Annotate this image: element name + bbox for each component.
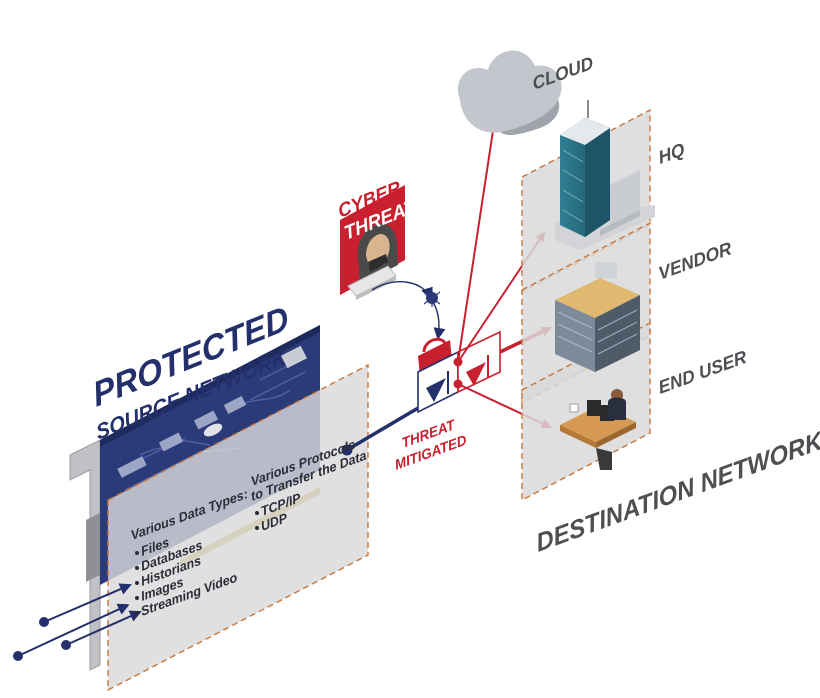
cloud-icon xyxy=(457,50,562,135)
hq-label: HQ xyxy=(657,139,687,168)
cloud-label: CLOUD xyxy=(531,52,595,94)
diode-icon xyxy=(417,330,501,414)
vendor-label: VENDOR xyxy=(657,238,734,284)
threat-path xyxy=(371,281,446,340)
desk-worker-icon xyxy=(560,389,636,470)
cyber-threat-card xyxy=(340,185,405,300)
end-user-panel xyxy=(521,321,651,502)
office-building-icon xyxy=(555,262,640,372)
threat-mitigated-label: THREAT MITIGATED xyxy=(393,416,468,473)
source-data-panel xyxy=(107,363,369,692)
bug-icon xyxy=(423,289,441,307)
input-arrows xyxy=(13,583,142,661)
end-user-label: END USER xyxy=(657,346,749,397)
office-tower-icon xyxy=(555,100,655,250)
